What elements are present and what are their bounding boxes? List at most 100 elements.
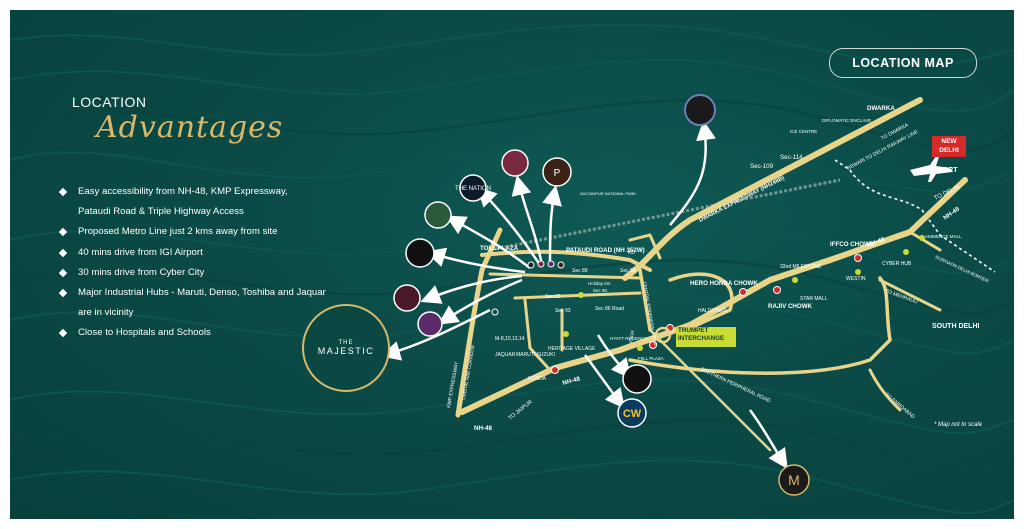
- dark-marker: [537, 260, 545, 268]
- map-label: JAQUAR: [495, 352, 516, 358]
- arrow-to-majestic: [380, 308, 491, 361]
- red-marker: [854, 254, 862, 262]
- metro-line-dotted: [489, 178, 841, 252]
- map-label: HALDIRAMS: [698, 308, 728, 314]
- advantages-heading: Advantages: [96, 110, 284, 145]
- map-label: Sec 93: [555, 308, 571, 314]
- green-marker: [563, 331, 569, 337]
- logo-the: THE: [338, 340, 354, 346]
- green-marker: [578, 292, 584, 298]
- road-map: THE NATION CW M P: [380, 94, 996, 496]
- project-logo: [393, 284, 421, 312]
- map-label: Sec 86 Road: [595, 306, 624, 312]
- map-label: IGIDR: [628, 329, 635, 343]
- faridabad-road: [868, 368, 902, 412]
- project-logo: [542, 157, 572, 187]
- project-logo: [617, 398, 647, 428]
- green-marker: [855, 269, 861, 275]
- map-label: ICE CENTRE: [790, 129, 817, 134]
- map-label: WESTIN: [846, 276, 866, 282]
- advantages-list: Easy accessibility from NH-48, KMP Expre…: [58, 182, 338, 344]
- map-label: SOUTH DELHI: [932, 323, 980, 330]
- map-label: HERITAGE VILLAGE: [548, 346, 596, 352]
- map-label: DIPLOMATIC ENCLAVE: [822, 118, 871, 123]
- map-label: RAJIV CHOWK: [768, 303, 813, 310]
- location-map-title: LOCATION MAP: [829, 48, 977, 78]
- project-logo: [684, 94, 716, 126]
- junction-markers: [491, 235, 925, 374]
- not-to-scale-note: * Map not to scale: [934, 422, 983, 428]
- arrow-to-logo-3: [542, 185, 562, 266]
- list-item: Major Industrial Hubs - Maruti, Denso, T…: [58, 283, 338, 303]
- map-label: DWARKA EXPRESSWAY (NH248B): [698, 175, 786, 224]
- map-label: Holiday Inn: [588, 281, 611, 286]
- map-label: TO FARIDABAD: [884, 392, 916, 420]
- arrow-to-logo-4: [445, 215, 531, 269]
- arrow-to-top-logo: [669, 120, 716, 226]
- arrow-to-bottom-logo: [748, 409, 788, 470]
- map-label: NH-48: [562, 375, 582, 387]
- green-marker: [792, 277, 798, 283]
- arrow-to-logo-1: [476, 186, 542, 266]
- list-item: 30 mins drive from Cyber City: [58, 263, 338, 283]
- list-item: are in vicinity: [78, 307, 134, 319]
- map-label: HYATT REGENCY: [610, 336, 648, 341]
- map-label: DWARKA: [867, 105, 895, 112]
- project-logo: [622, 364, 652, 394]
- sector-86-road: [513, 291, 642, 300]
- project-logo: [459, 174, 487, 202]
- map-label: PATAUDI ROAD (NH 352W): [566, 247, 645, 254]
- map-label: NH-48: [474, 425, 492, 432]
- logo-majestic: MAJESTIC: [317, 346, 375, 356]
- local-road-2: [648, 328, 772, 452]
- list-item: Pataudi Road & Triple Highway Access: [78, 206, 244, 218]
- map-label: FIILL PLAZA: [638, 356, 664, 361]
- map-label: NH-48: [942, 205, 961, 221]
- map-label: KD: [628, 250, 635, 256]
- list-item: 40 mins drive from IGI Airport: [58, 243, 338, 263]
- map-label: Sec-114: [780, 154, 803, 161]
- green-marker: [919, 235, 925, 241]
- map-label: HERO HONDA CHOWK: [690, 280, 758, 287]
- the-majestic-logo: THE MAJESTIC: [302, 304, 390, 392]
- map-label: STAR MALL: [800, 296, 828, 302]
- logo-text: CW: [623, 408, 642, 420]
- dwarka-expressway: [622, 97, 923, 281]
- red-marker: [739, 288, 747, 296]
- dark-marker: [547, 260, 555, 268]
- arrow-to-logo-2: [511, 175, 544, 266]
- dark-marker: [527, 261, 535, 269]
- south-city-loop: [668, 272, 734, 330]
- map-label: Sec-109: [750, 163, 774, 170]
- central-peripheral-road: [638, 268, 652, 332]
- map-label: TOLL PLAZA: [480, 245, 519, 252]
- map-label: AMBIENCE MALL: [925, 234, 962, 239]
- project-logo: [501, 149, 529, 177]
- map-label: Sec 89: [572, 268, 588, 274]
- red-marker: [649, 341, 657, 349]
- location-map-page: LOCATION Advantages Easy accessibility f…: [10, 10, 1014, 519]
- arrow-to-logo-5: [425, 247, 526, 274]
- map-label: 32nd MILESTONE: [780, 264, 822, 270]
- sector-road-88: [488, 272, 642, 280]
- red-marker: [551, 366, 559, 374]
- map-label: MARUTI SUZUKI: [516, 352, 555, 358]
- kmp-expressway: [455, 227, 503, 418]
- arrow-to-logo-9: [583, 354, 626, 409]
- map-label: Sec 88: [620, 268, 636, 274]
- local-road-1: [523, 298, 564, 372]
- southern-peripheral-road: [628, 276, 892, 375]
- red-marker: [773, 286, 781, 294]
- green-marker: [637, 345, 643, 351]
- rewari-railway-line: [834, 159, 996, 273]
- map-label: Sec 95: [545, 294, 561, 300]
- map-label: M-8,10,13,14: [495, 336, 525, 342]
- project-logo: [778, 464, 810, 496]
- trumpet-roundabout: [654, 326, 672, 344]
- airplane-icon: [910, 156, 952, 182]
- ambience-road: [908, 230, 942, 252]
- list-item: Easy accessibility from NH-48, KMP Expre…: [58, 182, 338, 202]
- local-road-3: [628, 233, 662, 260]
